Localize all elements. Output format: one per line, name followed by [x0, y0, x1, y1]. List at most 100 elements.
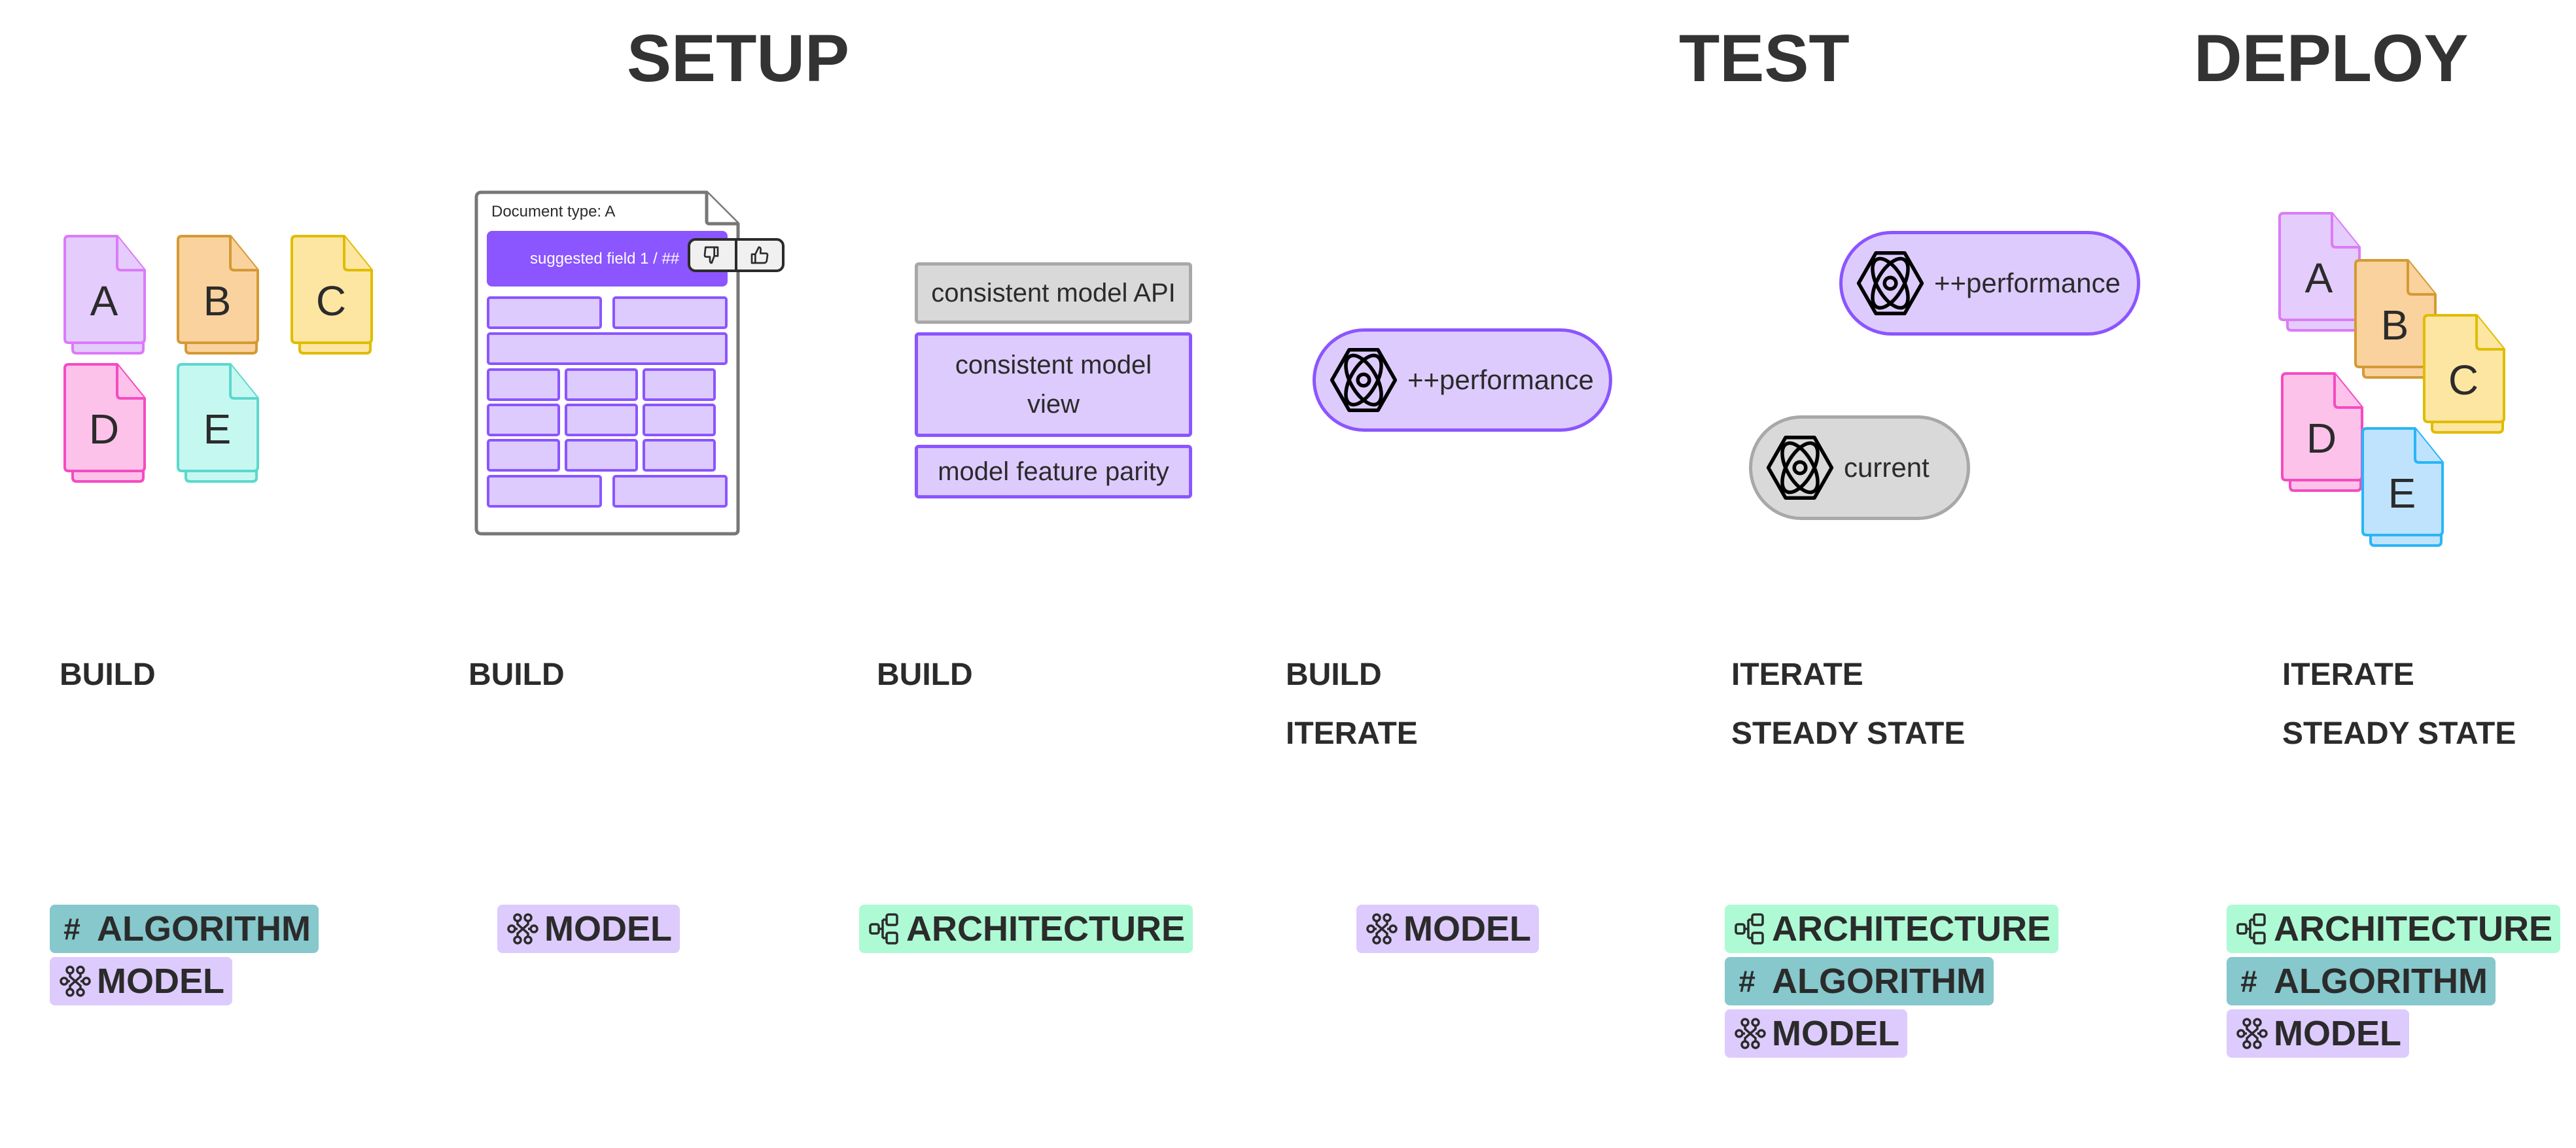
- neural-network-icon: [1734, 1017, 1767, 1050]
- document-icon: [2278, 212, 2361, 332]
- box-label: consistent model view: [955, 351, 1152, 419]
- suggested-field-label: suggested field 1 / ##: [530, 249, 680, 268]
- form-field: [612, 475, 728, 508]
- tag-label: ALGORITHM: [2274, 962, 2488, 1001]
- form-field: [643, 404, 716, 436]
- tag-label: ARCHITECTURE: [906, 909, 1185, 948]
- atom-icon: [1856, 251, 1924, 315]
- file-letter: D: [88, 406, 120, 453]
- document-icon: [291, 235, 373, 355]
- tag-label: MODEL: [544, 909, 672, 948]
- form-field: [487, 404, 560, 436]
- file-icon-a: A: [63, 234, 155, 355]
- form-field: [565, 368, 638, 401]
- form-field: [487, 439, 560, 472]
- tag-label: MODEL: [1403, 909, 1531, 948]
- form-field: [487, 296, 602, 329]
- stage-label: BUILD: [877, 657, 973, 692]
- tag-architecture: ARCHITECTURE: [2227, 905, 2560, 953]
- form-field: [643, 368, 716, 401]
- neural-network-icon: [1735, 1018, 1766, 1049]
- current-pill: current: [1749, 415, 1970, 520]
- stage-label: STEADY STATE: [2282, 716, 2516, 751]
- thumbs-up-button[interactable]: [735, 241, 782, 270]
- neural-network-icon: [2236, 1018, 2268, 1049]
- tag-algorithm: # ALGORITHM: [1725, 957, 1994, 1005]
- file-icon-e: E: [2361, 426, 2453, 548]
- file-letter: A: [2304, 254, 2333, 302]
- file-letter: C: [315, 277, 347, 324]
- thumbs-up-icon: [750, 246, 769, 264]
- tag-model: MODEL: [497, 905, 680, 953]
- form-field: [612, 296, 728, 329]
- file-icon-e: E: [177, 362, 268, 483]
- suggested-field[interactable]: suggested field 1 / ##: [487, 231, 728, 287]
- file-letter: B: [203, 277, 232, 324]
- file-letter: D: [2306, 415, 2337, 462]
- form-field: [565, 439, 638, 472]
- tag-model: MODEL: [1356, 905, 1539, 953]
- neural-network-icon: [1366, 913, 1398, 945]
- performance-pill: ++performance: [1313, 328, 1612, 432]
- form-field: [643, 439, 716, 472]
- tag-architecture: ARCHITECTURE: [1725, 905, 2058, 953]
- box-label: consistent model API: [931, 279, 1176, 307]
- architecture-diagram-icon: [868, 913, 901, 945]
- file-letter: C: [2448, 357, 2479, 404]
- neural-network-icon: [2236, 1017, 2268, 1050]
- document-form: Document type: A suggested field 1 / ##: [474, 190, 741, 536]
- tag-model: MODEL: [2227, 1009, 2409, 1058]
- phase-title-setup: SETUP: [627, 21, 850, 96]
- neural-network-icon: [507, 913, 538, 945]
- stage-label: ITERATE: [1731, 657, 1863, 692]
- consistent-model-view-box: consistent model view: [915, 332, 1192, 437]
- stage-label: STEADY STATE: [1731, 716, 1966, 751]
- atom-icon: [1330, 348, 1398, 412]
- form-field: [487, 368, 560, 401]
- model-feature-parity-box: model feature parity: [915, 445, 1192, 498]
- stage-label: BUILD: [60, 657, 156, 692]
- pill-label: ++performance: [1407, 364, 1594, 395]
- file-icon-a: A: [2278, 211, 2370, 332]
- form-field: [487, 475, 602, 508]
- document-icon: [2423, 314, 2505, 434]
- document-icon: [63, 363, 146, 483]
- file-icon-c: C: [291, 234, 382, 355]
- architecture-diagram-icon: [1735, 913, 1764, 945]
- stage-label: BUILD: [1286, 657, 1382, 692]
- hash-icon: #: [2240, 964, 2257, 998]
- thumbs-down-icon: [703, 246, 719, 264]
- architecture-diagram-icon: [1734, 913, 1767, 945]
- document-icon: [2281, 372, 2363, 492]
- tag-label: ALGORITHM: [97, 909, 311, 948]
- file-letter: E: [2388, 470, 2416, 517]
- hash-icon: #: [1738, 964, 1756, 998]
- architecture-diagram-icon: [2236, 913, 2266, 945]
- tag-algorithm: # ALGORITHM: [2227, 957, 2496, 1005]
- stage-label: BUILD: [468, 657, 565, 692]
- document-icon: [2361, 427, 2444, 547]
- stage-label: ITERATE: [2282, 657, 2414, 692]
- document-type-label: Document type: A: [491, 203, 616, 220]
- tag-architecture: ARCHITECTURE: [859, 905, 1193, 953]
- file-letter: A: [90, 277, 118, 324]
- thumbs-down-button[interactable]: [690, 241, 735, 270]
- file-icon-b: B: [177, 234, 268, 355]
- neural-network-icon: [506, 913, 539, 945]
- file-icon-d: D: [63, 362, 155, 483]
- file-letter: E: [203, 406, 232, 453]
- tag-algorithm: #ALGORITHM: [50, 905, 319, 953]
- phase-title-deploy: DEPLOY: [2194, 21, 2469, 96]
- tag-label: ARCHITECTURE: [1772, 909, 2051, 948]
- document-icon: [63, 235, 146, 355]
- document-icon: [177, 235, 259, 355]
- tag-label: MODEL: [1772, 1014, 1899, 1053]
- tag-label: ALGORITHM: [1772, 962, 1986, 1001]
- pill-label: ++performance: [1934, 268, 2121, 298]
- tag-label: MODEL: [2274, 1014, 2401, 1053]
- tag-label: MODEL: [97, 962, 224, 1001]
- document-icon: [177, 363, 259, 483]
- file-letter: B: [2380, 302, 2409, 349]
- pill-label: current: [1844, 452, 1930, 483]
- neural-network-icon: [60, 965, 91, 997]
